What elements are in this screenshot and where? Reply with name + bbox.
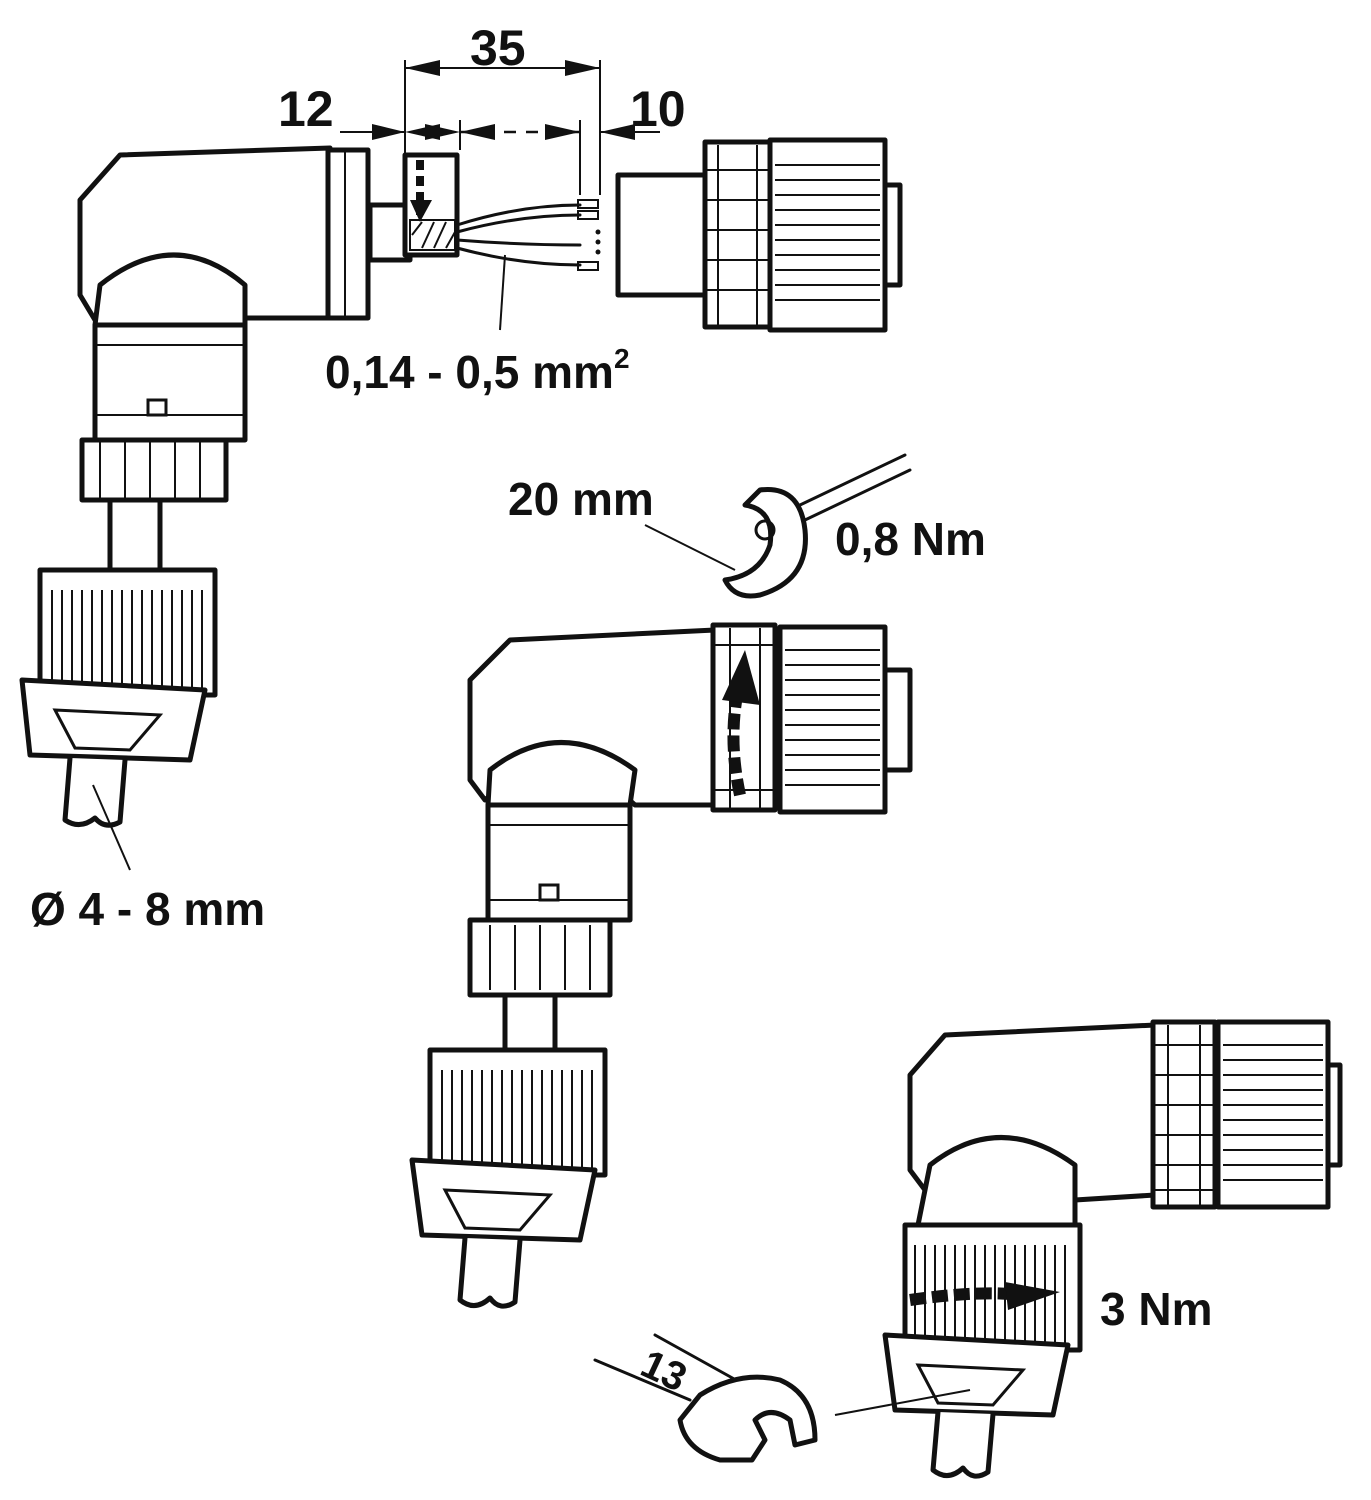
curved-arrow-icon bbox=[722, 650, 760, 797]
stripped-cable bbox=[367, 152, 601, 331]
angled-housing-step3 bbox=[882, 1019, 1343, 1479]
angled-housing-step1 bbox=[19, 145, 371, 828]
dimension-35-label: 35 bbox=[470, 20, 526, 76]
dimension-10-label: 10 bbox=[630, 81, 686, 137]
insert-torque-label: 0,8 Nm bbox=[835, 513, 986, 565]
hook-key-size-label: 20 mm bbox=[508, 473, 654, 525]
wire-cross-section-label: 0,14 - 0,5 mm2 bbox=[325, 343, 630, 398]
dimension-12-label: 12 bbox=[278, 81, 334, 137]
wrench-icon bbox=[593, 1333, 971, 1463]
cable-diameter-label: Ø 4 - 8 mm bbox=[30, 883, 265, 935]
hook-key-icon bbox=[644, 453, 912, 599]
gland-torque-label: 3 Nm bbox=[1100, 1283, 1212, 1335]
angled-housing-step2 bbox=[409, 622, 913, 1309]
contact-insert bbox=[615, 137, 903, 333]
dimension-lines bbox=[340, 60, 660, 195]
